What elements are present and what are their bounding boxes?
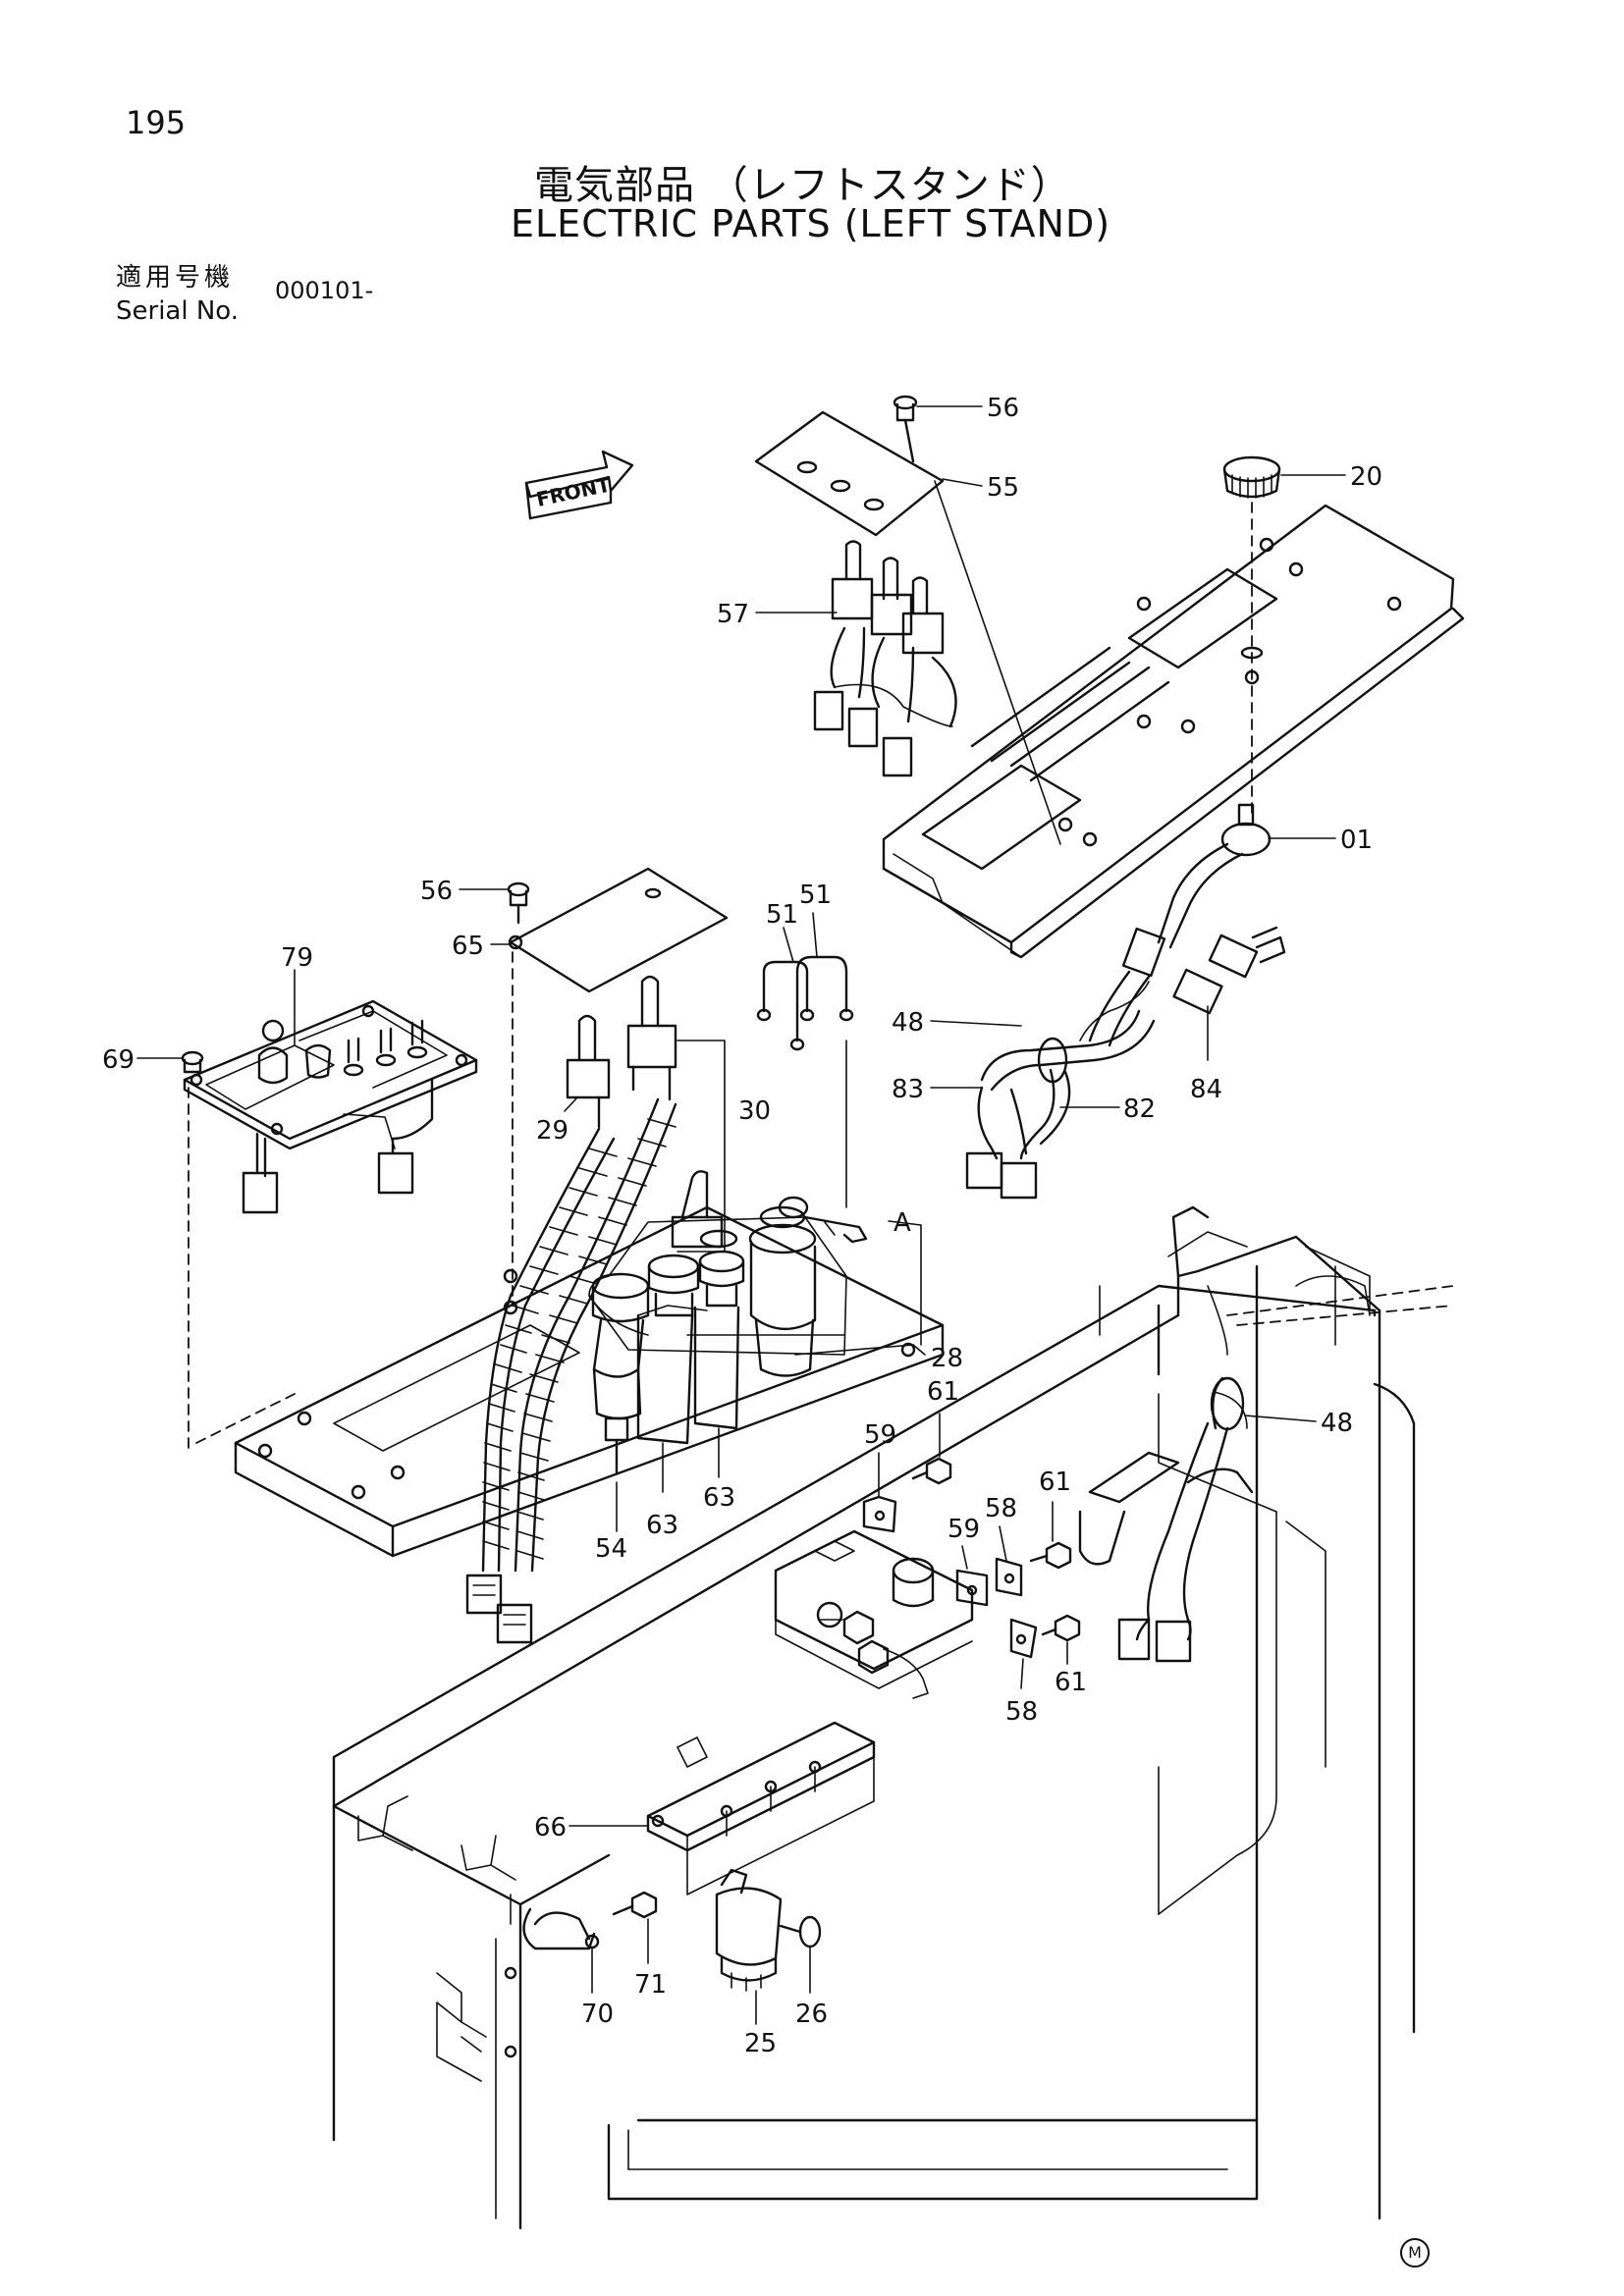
callout-54: 54 [595,1534,627,1564]
callout-20: 20 [1350,462,1382,492]
part-63-switch-left [636,1254,708,1493]
callout-69: 69 [102,1045,135,1075]
callout-55: 55 [987,473,1019,503]
callout-63-left: 63 [646,1511,678,1540]
part-61-bolt-middle [1029,1501,1072,1570]
part-20-cap [1222,455,1346,816]
callout-65: 65 [452,932,484,961]
callout-79: 79 [281,943,313,973]
front-arrow-icon: FRONT [524,450,634,520]
part-79-switch-panel [183,969,478,1214]
callout-84: 84 [1190,1075,1222,1104]
part-59-bracket-lower [955,1545,989,1607]
serial-number-value: 000101- [275,277,374,304]
callout-56-top: 56 [987,394,1019,423]
part-key-switch [671,1170,922,1377]
part-30-toggle-switch [626,975,726,1253]
part-57-switch-assembly [755,540,957,777]
callout-83: 83 [892,1075,924,1104]
part-70-clamp [522,1907,600,1994]
view-a-label: A [893,1208,911,1238]
callout-01: 01 [1340,826,1373,855]
part-29-toggle-switch [564,1014,611,1129]
upper-stand-frame [882,504,1465,959]
part-48-clamp-harness [930,981,1156,1200]
part-55-cover-plate [754,410,983,537]
callout-70: 70 [581,2000,614,2029]
part-26-screw [779,1915,822,1994]
part-58-bracket-lower [1009,1618,1038,1689]
callout-51-a: 51 [766,900,798,930]
title-japanese: 電気部品 （レフトスタンド） [534,163,1071,208]
part-25-relay [715,1868,783,2025]
callout-58-upper: 58 [985,1494,1017,1523]
callout-48-bottom: 48 [1321,1409,1353,1438]
bracket-plate [774,1529,974,1699]
part-54-push-switch [591,1272,650,1532]
part-59-bracket-upper [862,1452,897,1533]
callout-61-middle: 61 [1039,1468,1071,1497]
title-english: ELECTRIC PARTS (LEFT STAND) [511,202,1111,245]
callout-51-b: 51 [799,881,832,910]
callout-82: 82 [1123,1095,1156,1124]
part-84-connector [1172,926,1286,1061]
callout-29: 29 [536,1116,568,1146]
callout-25: 25 [744,2029,777,2058]
callout-labels: 56 55 20 57 01 56 65 51 51 79 48 69 83 8… [102,394,1382,2058]
serial-label-japanese: 適用号機 [116,263,235,293]
callout-71: 71 [634,1970,667,2000]
part-01-sensor [1088,803,1336,1047]
part-65-cover-plate [490,867,729,993]
callout-56-left: 56 [420,877,453,906]
callout-58-lower: 58 [1005,1697,1038,1727]
part-58-bracket-upper [995,1525,1023,1597]
lower-stand-box [195,1205,945,1558]
callout-48-top: 48 [892,1008,924,1038]
part-61-bolt-bottom [1041,1614,1081,1665]
callout-66: 66 [534,1813,567,1842]
spiral-harness [465,1097,677,1644]
callout-26: 26 [795,2000,828,2029]
callout-59-upper: 59 [864,1420,896,1450]
part-48-lower-clamp [1078,1376,1317,1663]
part-51-u-bolt [756,912,854,1208]
callout-59-lower: 59 [947,1515,980,1544]
lower-box-left [332,1795,1259,2230]
part-61-bolt-top [911,1413,952,1485]
callout-30: 30 [738,1096,771,1126]
part-56-screw-top [893,395,983,463]
part-71-bolt [612,1891,658,1964]
copyright-mark: M [1400,2238,1430,2268]
callout-63-right: 63 [703,1483,735,1513]
page-number: 195 [126,104,187,141]
chassis-main [332,1205,1454,2220]
part-56-screw-left [459,881,530,925]
callout-57: 57 [717,600,749,629]
part-66-plate [568,1721,876,1896]
callout-61-bottom: 61 [1055,1668,1087,1697]
part-63-switch-right [693,1229,745,1478]
serial-label-english: Serial No. [116,296,239,326]
part-69-screw [136,1050,204,1454]
callout-61-top: 61 [927,1377,959,1407]
callout-28: 28 [931,1344,963,1373]
